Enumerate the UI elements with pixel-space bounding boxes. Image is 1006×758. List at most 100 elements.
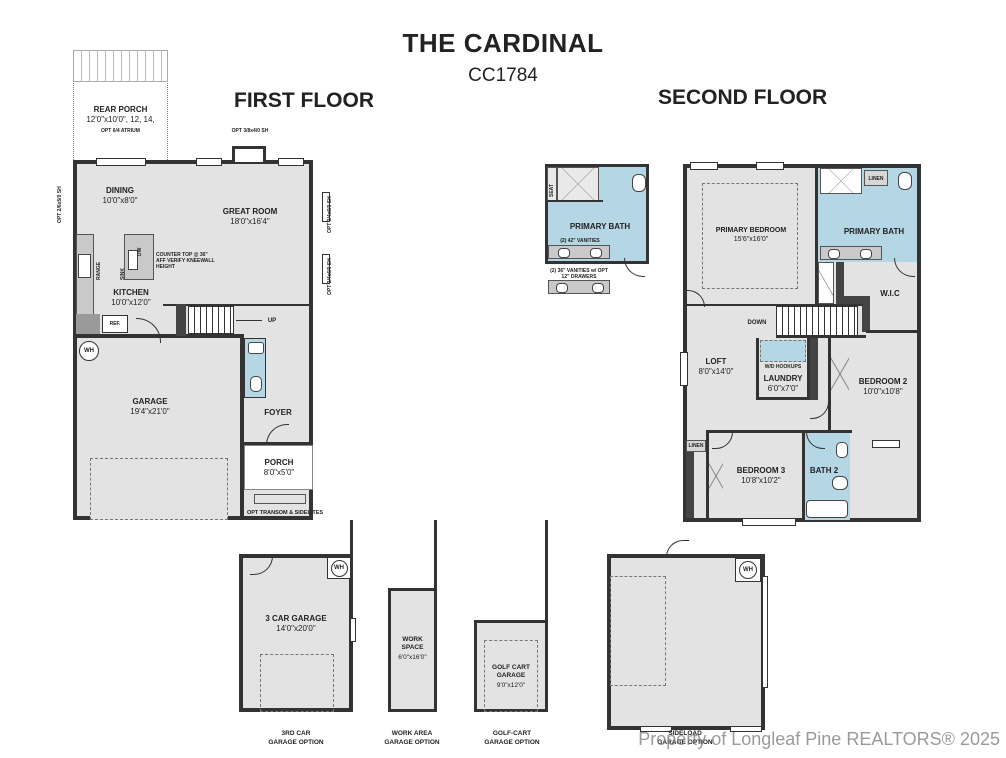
bedroom3-dims: 10'8"x10'2" <box>741 476 781 485</box>
golf-cart-caption: GOLF-CART GARAGE OPTION <box>484 730 540 746</box>
bedroom2-dims: 10'0"x10'8" <box>863 387 903 396</box>
dining-label: DINING <box>106 186 134 195</box>
stairs-arrow <box>236 320 262 321</box>
stairs-second-floor <box>776 306 858 336</box>
side-load-caption: SIDELOAD GARAGE OPTION <box>657 730 713 746</box>
door-swing <box>624 258 645 277</box>
dining-dims: 10'0"x8'0" <box>102 196 138 205</box>
garage-door <box>484 640 538 712</box>
wall <box>350 520 353 556</box>
stairs-down-label: DOWN <box>747 320 767 326</box>
garage-door <box>610 576 666 686</box>
water-heater-icon: WH <box>79 341 99 361</box>
porch-dims: 8'0"x5'0" <box>263 468 295 477</box>
window <box>756 162 784 170</box>
wall <box>683 304 863 306</box>
window <box>96 158 146 166</box>
wall <box>706 430 709 522</box>
sink-icon <box>860 249 872 259</box>
window <box>730 726 762 732</box>
closet-doors <box>818 262 834 304</box>
stairs-up-label: UP <box>267 318 277 324</box>
wall <box>828 338 831 446</box>
window <box>196 158 222 166</box>
bedroom3-label: BEDROOM 3 <box>736 466 786 475</box>
garage-door <box>90 458 228 520</box>
golf-cart-dims: 9'0"x12'0" <box>496 682 526 689</box>
window <box>690 162 718 170</box>
window <box>872 440 900 448</box>
toilet-icon <box>832 476 848 490</box>
wall <box>810 338 818 400</box>
primary-bath-label: PRIMARY BATH <box>843 227 905 236</box>
closet-doors <box>709 446 723 506</box>
wall <box>776 335 866 338</box>
wall <box>706 430 800 433</box>
wall <box>800 430 852 433</box>
vanities-42-note: (2) 42" VANITIES <box>560 238 600 244</box>
toilet-icon <box>632 174 646 192</box>
window <box>762 576 768 688</box>
sink-icon <box>592 283 604 293</box>
vanities-36-note: (2) 36" VANITIES w/ OPT 12" DRAWERS <box>550 268 608 280</box>
third-car-caption: 3RD CAR GARAGE OPTION <box>268 730 324 746</box>
right-window-note-1: OPT 3/4x6/0 SH <box>327 196 333 233</box>
plan-code: CC1784 <box>468 65 538 86</box>
work-space-label: WORK SPACE <box>401 636 424 651</box>
washer-dryer <box>760 340 806 362</box>
range-icon <box>78 254 91 278</box>
golf-cart-option: GOLF CART GARAGE 9'0"x12'0" GOLF-CART GA… <box>0 0 548 746</box>
fireplace <box>232 146 266 162</box>
window <box>278 158 304 166</box>
porch-area <box>244 445 313 490</box>
wall <box>836 262 844 306</box>
golf-cart-room <box>474 620 548 712</box>
sink-icon <box>248 342 264 354</box>
plan-title: THE CARDINAL <box>402 28 604 58</box>
first-floor-plan: REAR PORCH 12'0"x10'0", 12, 14, OPT 6/4 … <box>0 0 333 520</box>
closet-doors <box>831 346 849 402</box>
sink-icon <box>556 283 568 293</box>
third-car-garage-option: WH 3 CAR GARAGE 14'0"x20'0" 3RD CAR GARA… <box>0 0 356 746</box>
stairs-first-floor <box>188 306 234 334</box>
laundry-dims: 6'0"x7'0" <box>767 384 799 393</box>
transom-sidelites <box>254 494 306 504</box>
golf-cart-label: GOLF CART GARAGE <box>492 664 530 679</box>
ref-label: REF. <box>109 321 121 327</box>
window <box>322 192 330 222</box>
window <box>322 254 330 284</box>
seat-label: SEAT <box>549 184 555 197</box>
work-space-room <box>388 588 437 712</box>
third-car-garage-dims: 14'0"x20'0" <box>276 624 316 633</box>
window <box>742 518 796 526</box>
great-room-dims: 18'0"x16'4" <box>230 217 270 226</box>
linen-label-1: LINEN <box>868 176 884 182</box>
window <box>640 726 672 732</box>
toilet-icon <box>250 376 262 392</box>
foyer-label: FOYER <box>264 408 292 417</box>
door-swing <box>666 540 689 557</box>
third-car-garage-label: 3 CAR GARAGE <box>265 614 327 623</box>
first-floor-heading: FIRST FLOOR <box>234 89 374 112</box>
window <box>680 352 688 386</box>
sink-icon <box>590 248 602 258</box>
dw-label: DW <box>137 247 143 256</box>
left-window-note: OPT 2/6x5/0 SH <box>57 186 63 223</box>
sink-label: SINK <box>120 268 126 280</box>
rear-porch-note: OPT 6/4 ATRIUM <box>101 128 140 134</box>
watermark: Property of Longleaf Pine REALTORS® 2025 <box>638 729 1000 749</box>
work-area-option: WORK SPACE 6'0"x16'0" WORK AREA GARAGE O… <box>0 0 440 746</box>
wall <box>815 164 818 304</box>
water-heater-icon: WH <box>735 558 761 582</box>
garage-door <box>260 654 334 712</box>
kitchen-island <box>124 234 154 280</box>
wall <box>176 304 186 336</box>
toilet-icon <box>898 172 912 190</box>
garage-label: GARAGE <box>132 397 168 406</box>
shower <box>557 167 599 201</box>
top-window-note: OPT 3/8x4/0 SH <box>231 128 269 134</box>
wic-label: W.I.C <box>880 289 900 298</box>
wall <box>844 296 866 306</box>
water-heater-icon: WH <box>327 557 351 579</box>
shower <box>820 168 862 194</box>
